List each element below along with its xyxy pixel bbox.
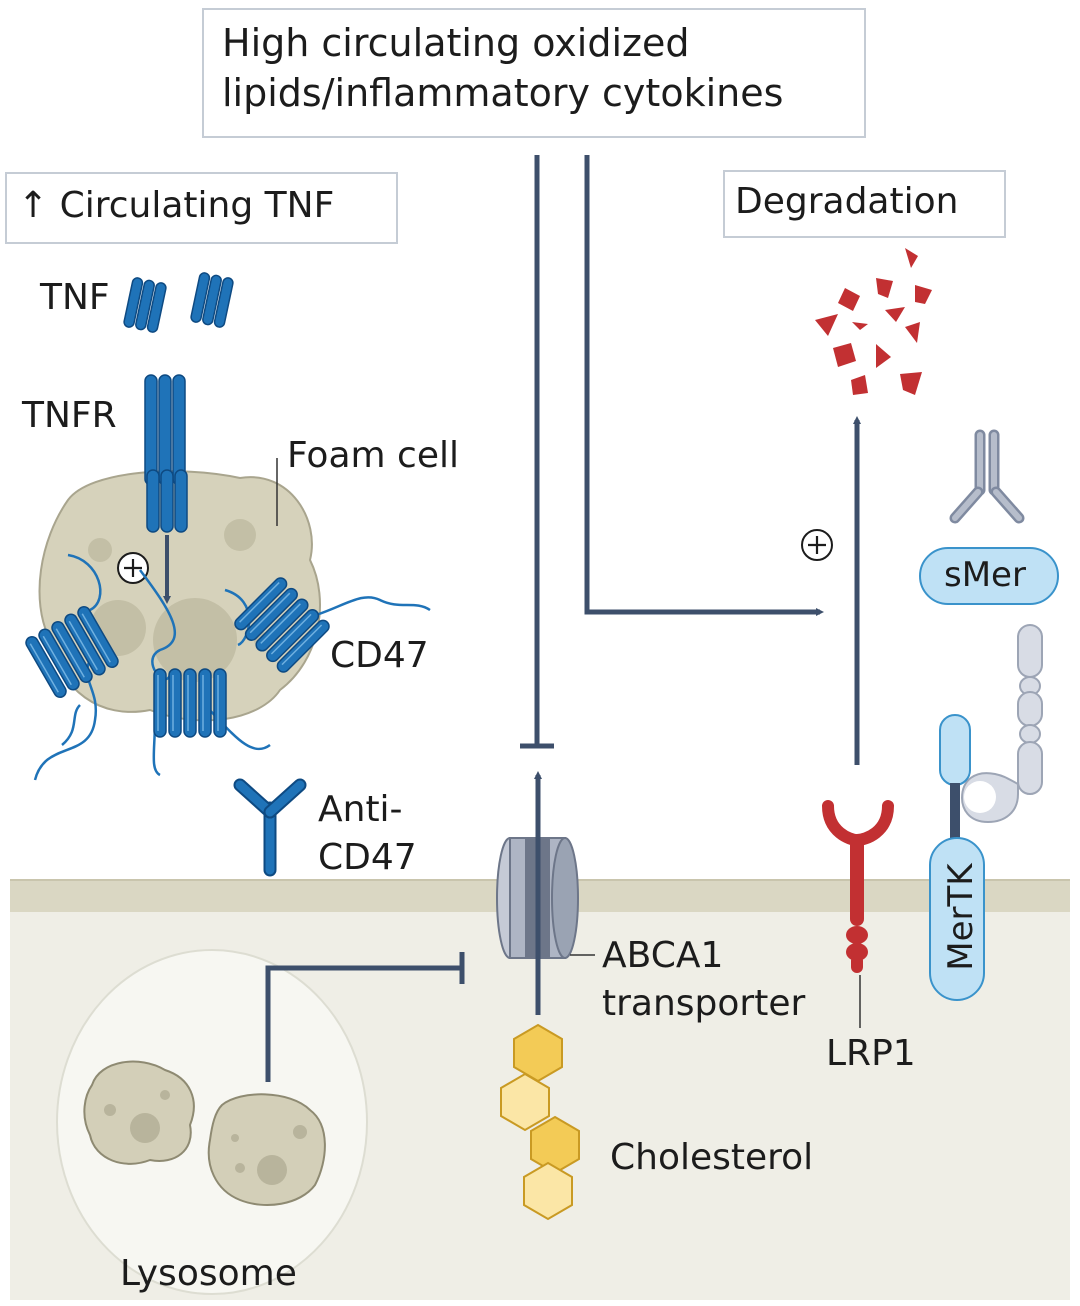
high-circulating-line2: lipids/inflammatory cytokines: [222, 71, 784, 115]
lysosome: [56, 949, 368, 1295]
lysosome-inhibits-abca1: [265, 952, 465, 1082]
smer-pill: [919, 547, 1059, 605]
plus-symbol-lrp1: [801, 529, 833, 561]
high-circulating-line1: High circulating oxidized: [222, 21, 690, 65]
cd47-cluster-2: [153, 668, 227, 738]
foam-cell-label: Foam cell: [287, 435, 459, 476]
high-circulating-box: [202, 8, 866, 138]
cholesterol-molecule: [500, 1023, 580, 1221]
smer-antibody: [949, 429, 1025, 524]
lrp1-receptor: [822, 800, 894, 1028]
plus-symbol-foam-cell: [117, 552, 149, 584]
anti-cd47-label-line1: Anti-: [318, 789, 403, 830]
anti-cd47-antibody: [233, 778, 307, 877]
tnf-label: TNF: [40, 277, 110, 318]
tnf-trimer-2: [189, 271, 235, 329]
mertk-receptor: [929, 714, 985, 1001]
tnfr-label: TNFR: [22, 395, 117, 436]
abca1-transporter: [496, 837, 579, 959]
cholesterol-label: Cholesterol: [610, 1137, 814, 1178]
degradation-fragments: [815, 248, 932, 395]
tnfr-receptor: [144, 374, 188, 533]
smer-label: sMer: [944, 555, 1026, 595]
lrp1-label: LRP1: [826, 1033, 916, 1074]
anti-cd47-label-line2: CD47: [318, 837, 417, 878]
lipids-inhibit-abca1: [520, 155, 554, 749]
cd47-label: CD47: [330, 635, 429, 676]
abca1-label-line1: ABCA1: [602, 935, 724, 976]
gas6-ligand: [960, 624, 1043, 824]
circulating-tnf-box: [5, 172, 398, 244]
abca1-label-line2: transporter: [602, 983, 806, 1024]
lipids-to-lrp1-arrow: [584, 155, 824, 616]
tnf-trimer-1: [122, 276, 168, 334]
circulating-tnf-text: ↑ Circulating TNF: [18, 185, 335, 226]
mertk-label: MerTK: [940, 863, 981, 971]
degradation-text: Degradation: [735, 181, 959, 222]
lysosome-label: Lysosome: [120, 1253, 297, 1294]
degradation-box: [723, 170, 1006, 238]
